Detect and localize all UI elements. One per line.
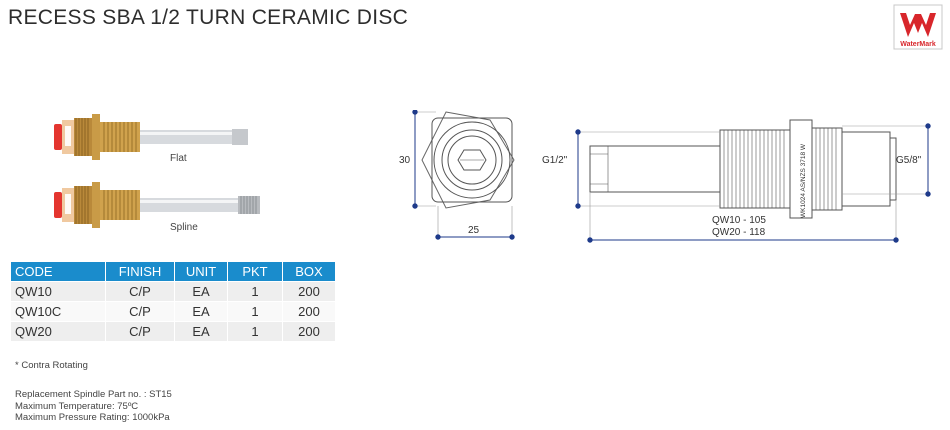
product-photo-spline [54,182,260,228]
length-label-qw20: QW20 - 118 [712,227,766,238]
spec-line: Replacement Spindle Part no. : ST15 [15,389,172,400]
watermark-logo-text: WaterMark [900,41,936,48]
table-header-unit: UNIT [174,262,228,282]
table-cell: QW10C [11,301,106,322]
table-cell: 200 [282,281,336,302]
table-cell: 1 [227,321,283,341]
table-cell: 200 [282,301,336,322]
table-cell: 1 [227,301,283,322]
dimension-length [587,192,899,243]
table-cell: EA [174,321,228,341]
dimension-g58 [842,123,931,197]
table-header-pkt: PKT [227,262,283,282]
dimension-30-label: 30 [399,155,411,166]
dimension-g58-label: G5/8" [896,155,922,166]
spec-notes: Replacement Spindle Part no. : ST15 Maxi… [15,389,172,424]
page-title: RECESS SBA 1/2 TURN CERAMIC DISC [8,6,409,29]
table-row: QW20 C/P EA 1 200 [11,321,336,341]
table-header-row: CODE FINISH UNIT PKT BOX [11,262,336,282]
body-stamp: WK1024 AS/NZS 3718 W [800,143,807,218]
table-header-code: CODE [11,262,106,282]
dimension-25-label: 25 [468,225,480,236]
table-cell: C/P [105,281,175,302]
watermark-logo: WaterMark [893,4,943,50]
product-spec-table: CODE FINISH UNIT PKT BOX QW10 C/P EA 1 2… [11,262,336,341]
end-view [421,111,515,209]
table-cell: QW10 [11,281,106,302]
contra-rotating-note: * Contra Rotating [15,360,88,371]
spec-line: Maximum Pressure Rating: 1000kPa [15,412,170,423]
table-header-box: BOX [282,262,336,282]
dimension-g12-label: G1/2" [542,155,568,166]
table-cell: EA [174,301,228,322]
table-cell: EA [174,281,228,302]
product-photo-flat [54,114,248,160]
length-label-qw10: QW10 - 105 [712,215,766,226]
dimension-g12 [575,129,720,209]
table-header-finish: FINISH [105,262,175,282]
dimension-30 [412,110,436,209]
table-cell: 200 [282,321,336,341]
spec-line: Maximum Temperature: 75ºC [15,400,139,412]
dimension-25 [435,206,515,240]
table-cell: C/P [105,321,175,341]
table-row: QW10 C/P EA 1 200 [11,281,336,302]
technical-drawing: 30 25 WK10 [399,110,931,243]
table-cell: C/P [105,301,175,322]
table-row: QW10C C/P EA 1 200 [11,301,336,322]
table-cell: 1 [227,281,283,302]
table-cell: QW20 [11,321,106,341]
side-view [589,119,897,219]
photo-label-flat: Flat [170,153,187,164]
photo-label-spline: Spline [170,222,198,233]
